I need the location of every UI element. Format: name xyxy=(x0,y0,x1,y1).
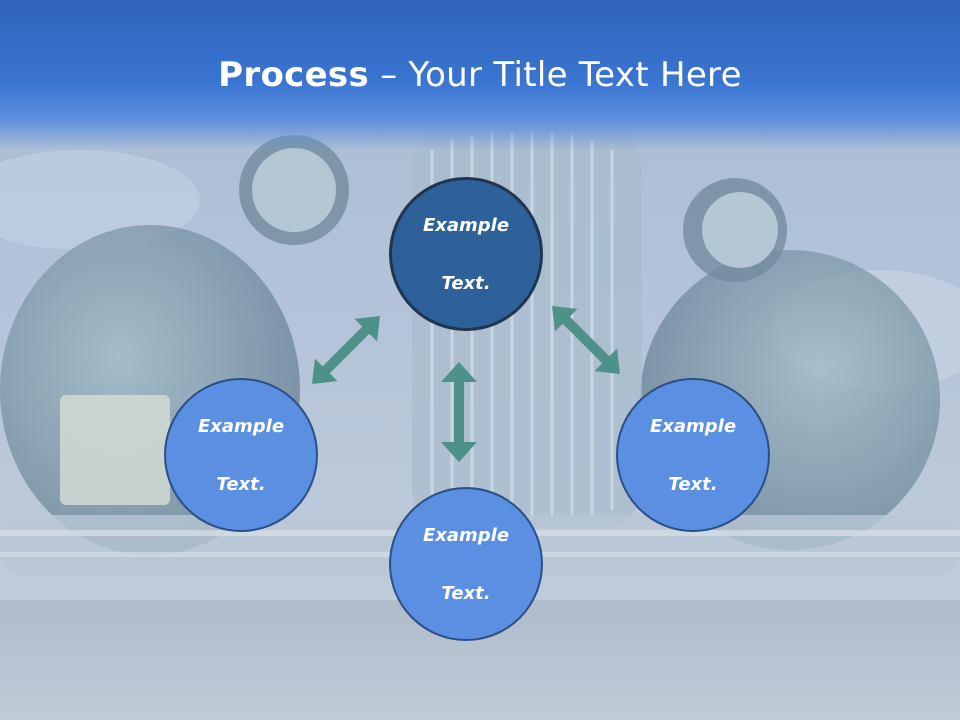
double-arrow-left-top-icon xyxy=(312,316,380,384)
title-band xyxy=(0,0,960,150)
node-left-label-line1: Example xyxy=(197,415,285,437)
node-left-label-line2: Text. xyxy=(216,473,266,495)
title-rest-text: – Your Title Text Here xyxy=(369,55,742,95)
slide-title: Process – Your Title Text Here xyxy=(0,52,960,98)
double-arrow-right-top-icon xyxy=(552,306,620,374)
node-top-label-line2: Text. xyxy=(441,272,491,294)
title-bold-text: Process xyxy=(218,55,370,95)
node-bottom-label-line2: Text. xyxy=(441,582,491,604)
node-right-label-line2: Text. xyxy=(668,473,718,495)
double-arrow-vertical-icon xyxy=(441,362,477,462)
node-right-label-line1: Example xyxy=(649,415,737,437)
node-bottom-label-line1: Example xyxy=(422,524,510,546)
node-top-label-line1: Example xyxy=(422,214,510,236)
